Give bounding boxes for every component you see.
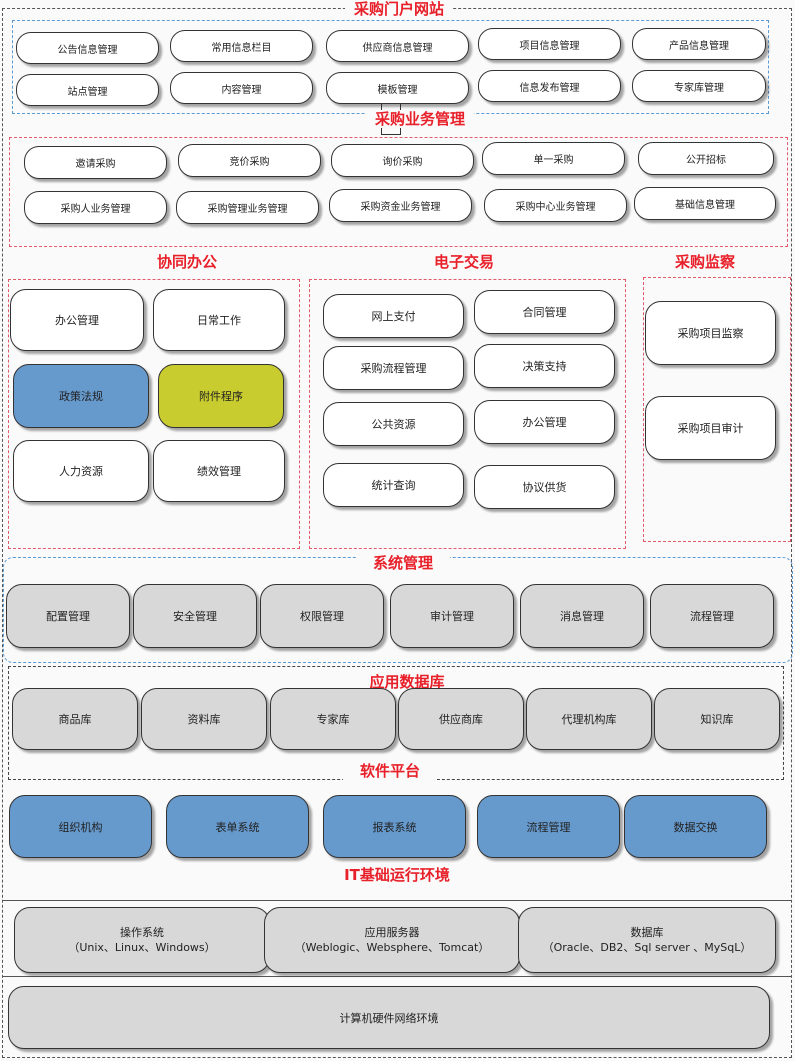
it-title: IT基础运行环境 bbox=[330, 866, 464, 884]
trade-item: 决策支持 bbox=[474, 344, 615, 388]
office-item: 人力资源 bbox=[13, 440, 149, 502]
trade-item: 统计查询 bbox=[323, 463, 464, 507]
platform-item: 表单系统 bbox=[166, 795, 309, 858]
office-item: 办公管理 bbox=[10, 289, 144, 351]
it-item-app-server: 应用服务器 （Weblogic、Websphere、Tomcat） bbox=[264, 907, 520, 973]
database-item: 代理机构库 bbox=[526, 688, 652, 750]
database-title: 应用数据库 bbox=[353, 673, 461, 691]
business-item: 竞价采购 bbox=[178, 144, 321, 177]
system-item: 流程管理 bbox=[650, 584, 774, 648]
trade-item: 公共资源 bbox=[323, 402, 464, 446]
portal-item: 供应商信息管理 bbox=[326, 30, 469, 62]
portal-item: 站点管理 bbox=[16, 74, 159, 106]
database-item: 资料库 bbox=[141, 688, 267, 750]
portal-item: 常用信息栏目 bbox=[170, 30, 313, 62]
office-item: 绩效管理 bbox=[153, 440, 285, 502]
business-item: 采购中心业务管理 bbox=[484, 189, 627, 222]
hardware-box: 计算机硬件网络环境 bbox=[8, 986, 770, 1049]
business-item: 单一采购 bbox=[482, 142, 625, 175]
trade-item: 网上支付 bbox=[323, 294, 464, 338]
trade-item: 协议供货 bbox=[474, 465, 615, 509]
business-item: 基础信息管理 bbox=[634, 187, 776, 220]
it-item-detail: （Oracle、DB2、Sql server 、MySqL） bbox=[542, 941, 752, 954]
trade-item: 办公管理 bbox=[474, 400, 615, 444]
database-item: 专家库 bbox=[270, 688, 396, 750]
database-item: 商品库 bbox=[12, 688, 138, 750]
office-region bbox=[8, 279, 300, 549]
office-title: 协同办公 bbox=[140, 253, 234, 271]
office-item: 政策法规 bbox=[13, 364, 149, 428]
business-item: 询价采购 bbox=[331, 144, 474, 177]
database-item: 供应商库 bbox=[398, 688, 524, 750]
portal-item: 项目信息管理 bbox=[478, 28, 621, 60]
it-item-detail: （Unix、Linux、Windows） bbox=[68, 941, 216, 954]
office-item: 日常工作 bbox=[153, 289, 285, 351]
system-title: 系统管理 bbox=[356, 554, 450, 572]
platform-title: 软件平台 bbox=[343, 762, 437, 780]
it-item-detail: （Weblogic、Websphere、Tomcat） bbox=[294, 941, 490, 954]
portal-item: 模板管理 bbox=[326, 72, 469, 104]
business-item: 公开招标 bbox=[638, 142, 774, 175]
trade-item: 采购流程管理 bbox=[323, 346, 464, 390]
database-item: 知识库 bbox=[654, 688, 780, 750]
it-item-name: 数据库 bbox=[630, 926, 664, 939]
portal-item: 专家库管理 bbox=[632, 70, 766, 102]
it-item-database: 数据库 （Oracle、DB2、Sql server 、MySqL） bbox=[518, 907, 776, 973]
platform-item: 数据交换 bbox=[624, 795, 767, 858]
it-separator-top bbox=[2, 900, 792, 901]
platform-item: 报表系统 bbox=[323, 795, 466, 858]
business-region bbox=[9, 137, 788, 247]
platform-item: 组织机构 bbox=[9, 795, 152, 858]
supervision-item: 采购项目监察 bbox=[645, 301, 776, 365]
it-item-name: 应用服务器 bbox=[364, 926, 420, 939]
platform-item: 流程管理 bbox=[477, 795, 620, 858]
system-item: 配置管理 bbox=[6, 584, 130, 648]
business-item: 采购人业务管理 bbox=[24, 191, 167, 224]
supervision-title: 采购监察 bbox=[658, 253, 752, 271]
it-item-os: 操作系统 （Unix、Linux、Windows） bbox=[14, 907, 270, 973]
portal-item: 公告信息管理 bbox=[16, 32, 159, 64]
system-item: 消息管理 bbox=[520, 584, 644, 648]
it-item-name: 操作系统 bbox=[120, 926, 164, 939]
portal-item: 产品信息管理 bbox=[632, 28, 766, 60]
office-item: 附件程序 bbox=[158, 364, 284, 428]
business-item: 采购资金业务管理 bbox=[329, 189, 472, 222]
business-item: 邀请采购 bbox=[24, 146, 167, 179]
system-item: 安全管理 bbox=[133, 584, 257, 648]
supervision-item: 采购项目审计 bbox=[645, 396, 776, 460]
portal-title: 采购门户网站 bbox=[345, 0, 453, 18]
trade-region bbox=[309, 279, 626, 549]
portal-item: 内容管理 bbox=[170, 72, 313, 104]
system-item: 权限管理 bbox=[260, 584, 384, 648]
business-item: 采购管理业务管理 bbox=[176, 191, 319, 224]
supervision-region bbox=[643, 277, 791, 542]
portal-item: 信息发布管理 bbox=[478, 70, 621, 102]
business-title: 采购业务管理 bbox=[366, 110, 474, 128]
it-separator-bottom bbox=[2, 976, 792, 977]
system-item: 审计管理 bbox=[390, 584, 514, 648]
trade-item: 合同管理 bbox=[474, 290, 615, 334]
trade-title: 电子交易 bbox=[417, 253, 511, 271]
